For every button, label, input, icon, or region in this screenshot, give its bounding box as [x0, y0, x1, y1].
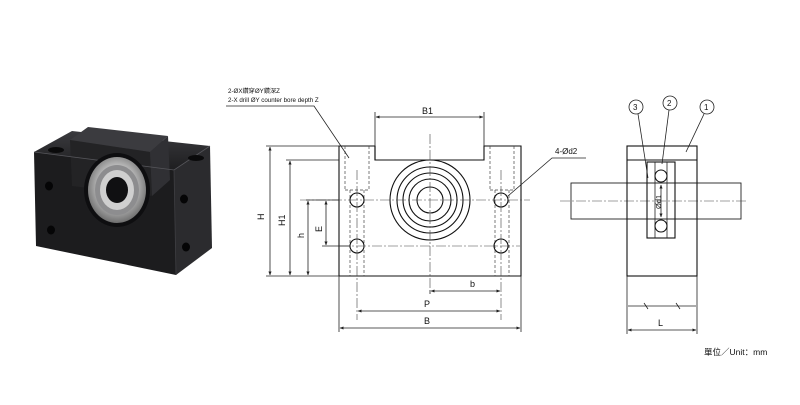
dim-d1: Ød1: [654, 195, 663, 209]
dim-b-small: b: [470, 279, 475, 289]
callout-2: 2: [661, 95, 678, 165]
svg-text:2: 2: [667, 99, 672, 108]
mount-hole-icon: [182, 242, 190, 252]
svg-text:1: 1: [704, 103, 709, 112]
callout-3: 3: [628, 99, 649, 179]
svg-text:3: 3: [633, 103, 638, 112]
note-counterbore-en: 2-X drill ØY counter bore depth Z: [228, 97, 319, 104]
mount-hole-icon: [47, 225, 55, 235]
dim-b: B: [424, 316, 430, 326]
dim-h-total: H: [256, 214, 266, 221]
callout-1: 1: [685, 99, 715, 153]
dim-p: P: [424, 299, 430, 309]
front-view: B1 H H1 h E b P B 2-ØX鑽穿ØY鑽深Z 2-X dr: [226, 87, 586, 332]
dim-h1: H1: [277, 214, 287, 226]
bearing-photo: [84, 153, 150, 227]
dim-e: E: [314, 226, 324, 232]
dim-h: h: [296, 233, 306, 238]
side-view: Ød1 L 3 2 1: [560, 95, 748, 334]
product-photo: [33, 127, 212, 276]
note-holes: 4-Ød2: [555, 147, 578, 156]
dim-l: L: [658, 318, 663, 328]
unit-label: 單位／Unit：mm: [704, 347, 767, 357]
note-counterbore-zh: 2-ØX鑽穿ØY鑽深Z: [228, 87, 280, 95]
mount-hole-icon: [45, 181, 53, 191]
mount-hole-icon: [180, 194, 188, 204]
dim-b1: B1: [422, 106, 433, 116]
